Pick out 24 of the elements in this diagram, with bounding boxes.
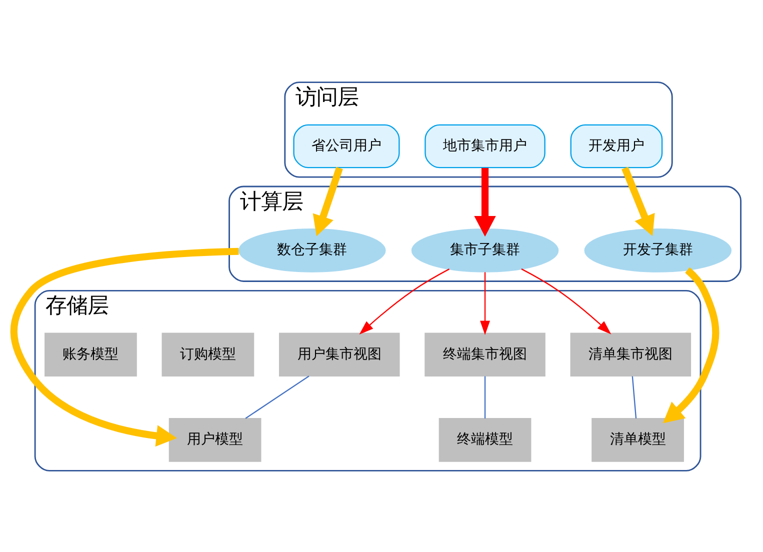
arrow — [480, 272, 490, 335]
node-box: 终端模型 — [438, 418, 531, 462]
node-box: 清单模型 — [591, 418, 684, 462]
node-box: 订购模型 — [161, 332, 254, 376]
node-box: 终端集市视图 — [424, 332, 545, 376]
arrow — [10, 247, 238, 446]
node-box: 开发用户 — [570, 124, 662, 168]
node-box: 地市集市用户 — [424, 124, 545, 168]
node-ellipse: 开发子集群 — [584, 228, 732, 272]
node-box: 用户模型 — [168, 418, 261, 462]
node-ellipse: 数仓子集群 — [238, 228, 386, 272]
arrow — [312, 166, 342, 236]
node-ellipse: 集市子集群 — [410, 228, 558, 272]
node-box: 省公司用户 — [292, 124, 400, 168]
arrow — [520, 268, 611, 334]
arrow — [358, 268, 450, 334]
connector — [244, 375, 309, 418]
arrow — [474, 168, 496, 236]
arrow — [621, 166, 654, 236]
node-box: 清单集市视图 — [570, 332, 691, 376]
connector — [631, 376, 636, 418]
connector — [484, 376, 486, 418]
node-box: 账务模型 — [44, 332, 136, 376]
node-box: 用户集市视图 — [278, 332, 400, 376]
